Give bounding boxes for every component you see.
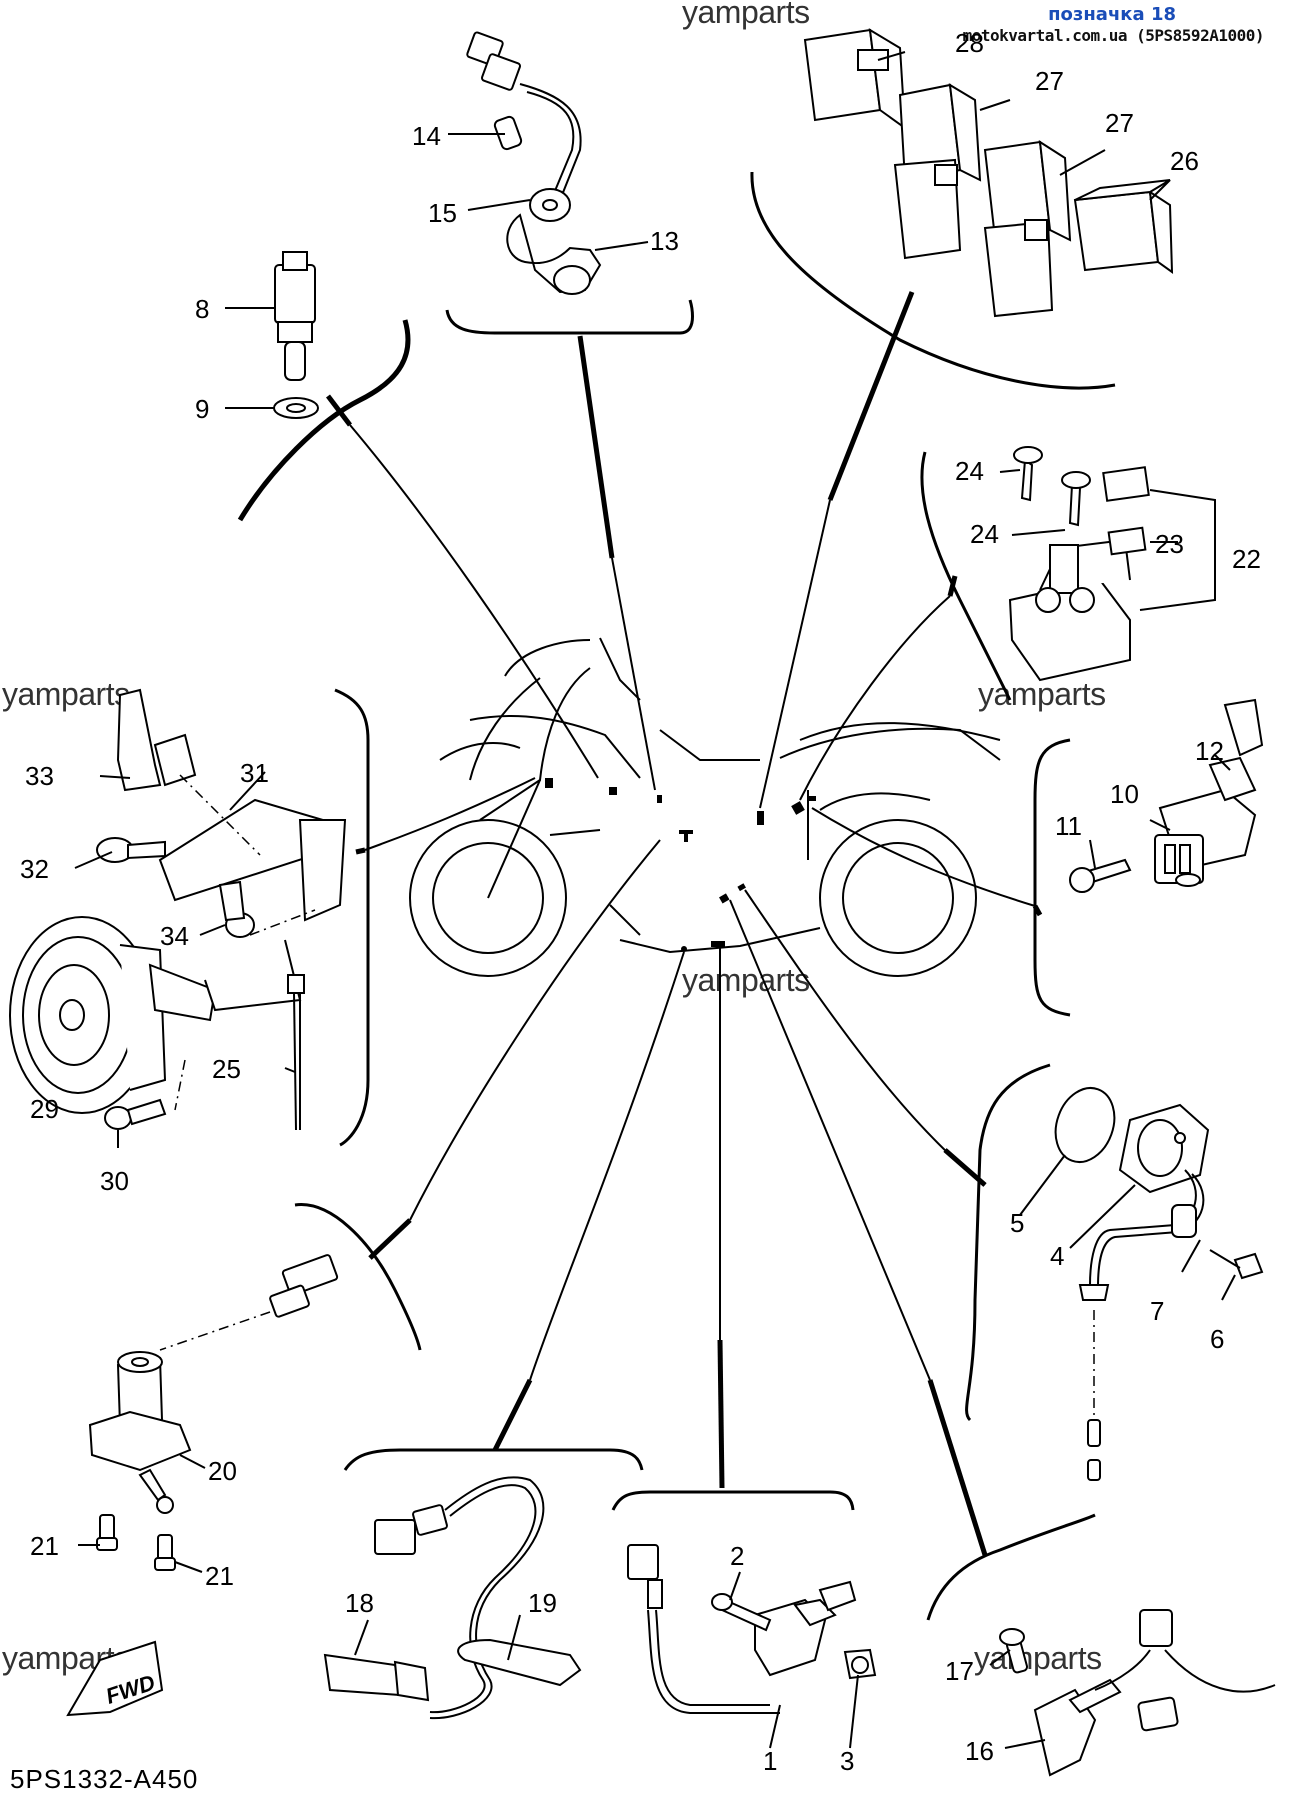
callout-24: 24: [970, 519, 999, 549]
crank-sensor-part: [466, 31, 602, 295]
callout-1: 1: [763, 1746, 777, 1776]
watermark: yamparts: [682, 962, 810, 998]
callout-6: 6: [1210, 1324, 1224, 1354]
thermo-sensor-part: [273, 251, 319, 419]
group-brackets: [237, 171, 1116, 1621]
o2-sensor-part: [323, 1476, 582, 1720]
callout-27: 27: [1035, 66, 1064, 96]
callout-20: 20: [208, 1456, 237, 1486]
callout-28: 28: [955, 28, 984, 58]
callout-30: 30: [100, 1166, 129, 1196]
diagram-code: 5PS1332-A450: [10, 1764, 199, 1794]
callout-32: 32: [20, 854, 49, 884]
callout-15: 15: [428, 198, 457, 228]
callout-numbers: 28 27 27 26 14 15 13 8 9 24 24 23 22 12 …: [20, 28, 1261, 1776]
callout-24: 24: [955, 456, 984, 486]
callout-21: 21: [30, 1531, 59, 1561]
speed-sensor-part: [1054, 1087, 1264, 1481]
callout-10: 10: [1110, 779, 1139, 809]
callout-11: 11: [1055, 811, 1082, 841]
motorcycle-outline: [409, 637, 1001, 977]
callout-18: 18: [345, 1588, 374, 1618]
watermark: yamparts: [974, 1640, 1102, 1676]
callout-34: 34: [160, 921, 189, 951]
callout-21: 21: [205, 1561, 234, 1591]
pressure-sensor-part: [1069, 698, 1264, 893]
fwd-arrow-icon: FWD: [66, 1640, 164, 1717]
callout-22: 22: [1232, 544, 1261, 574]
throttle-sensor-part: [627, 1544, 877, 1714]
callout-leaders: [74, 51, 1236, 1749]
callout-19: 19: [528, 1588, 557, 1618]
relays-part: [803, 28, 1174, 318]
watermark: yamparts: [682, 0, 810, 30]
callout-14: 14: [412, 121, 441, 151]
callout-26: 26: [1170, 146, 1199, 176]
callout-31: 31: [240, 758, 269, 788]
callout-5: 5: [1010, 1208, 1024, 1238]
callout-9: 9: [195, 394, 209, 424]
callout-16: 16: [965, 1736, 994, 1766]
header-subtitle: motokvartal.com.ua (5PS8592A1000): [962, 26, 1265, 45]
callout-2: 2: [730, 1541, 744, 1571]
callout-12: 12: [1195, 736, 1224, 766]
callout-27: 27: [1105, 108, 1134, 138]
callout-17: 17: [945, 1656, 974, 1686]
callout-7: 7: [1150, 1296, 1164, 1326]
starter-relay-part: [1008, 446, 1216, 682]
location-markers: [545, 778, 816, 952]
callout-25: 25: [212, 1054, 241, 1084]
callout-8: 8: [195, 294, 209, 324]
callout-23: 23: [1155, 529, 1184, 559]
callout-3: 3: [840, 1746, 854, 1776]
header-title: позначка 18: [1048, 4, 1176, 25]
neutral-switch-part: [88, 1254, 339, 1571]
callout-13: 13: [650, 226, 679, 256]
callout-33: 33: [25, 761, 54, 791]
horn-part: [9, 688, 347, 1131]
callout-29: 29: [30, 1094, 59, 1124]
watermark: yamparts: [2, 676, 130, 712]
callout-4: 4: [1050, 1241, 1064, 1271]
leader-lines: [326, 291, 1043, 1556]
cam-sensor-part: [999, 1609, 1276, 1777]
